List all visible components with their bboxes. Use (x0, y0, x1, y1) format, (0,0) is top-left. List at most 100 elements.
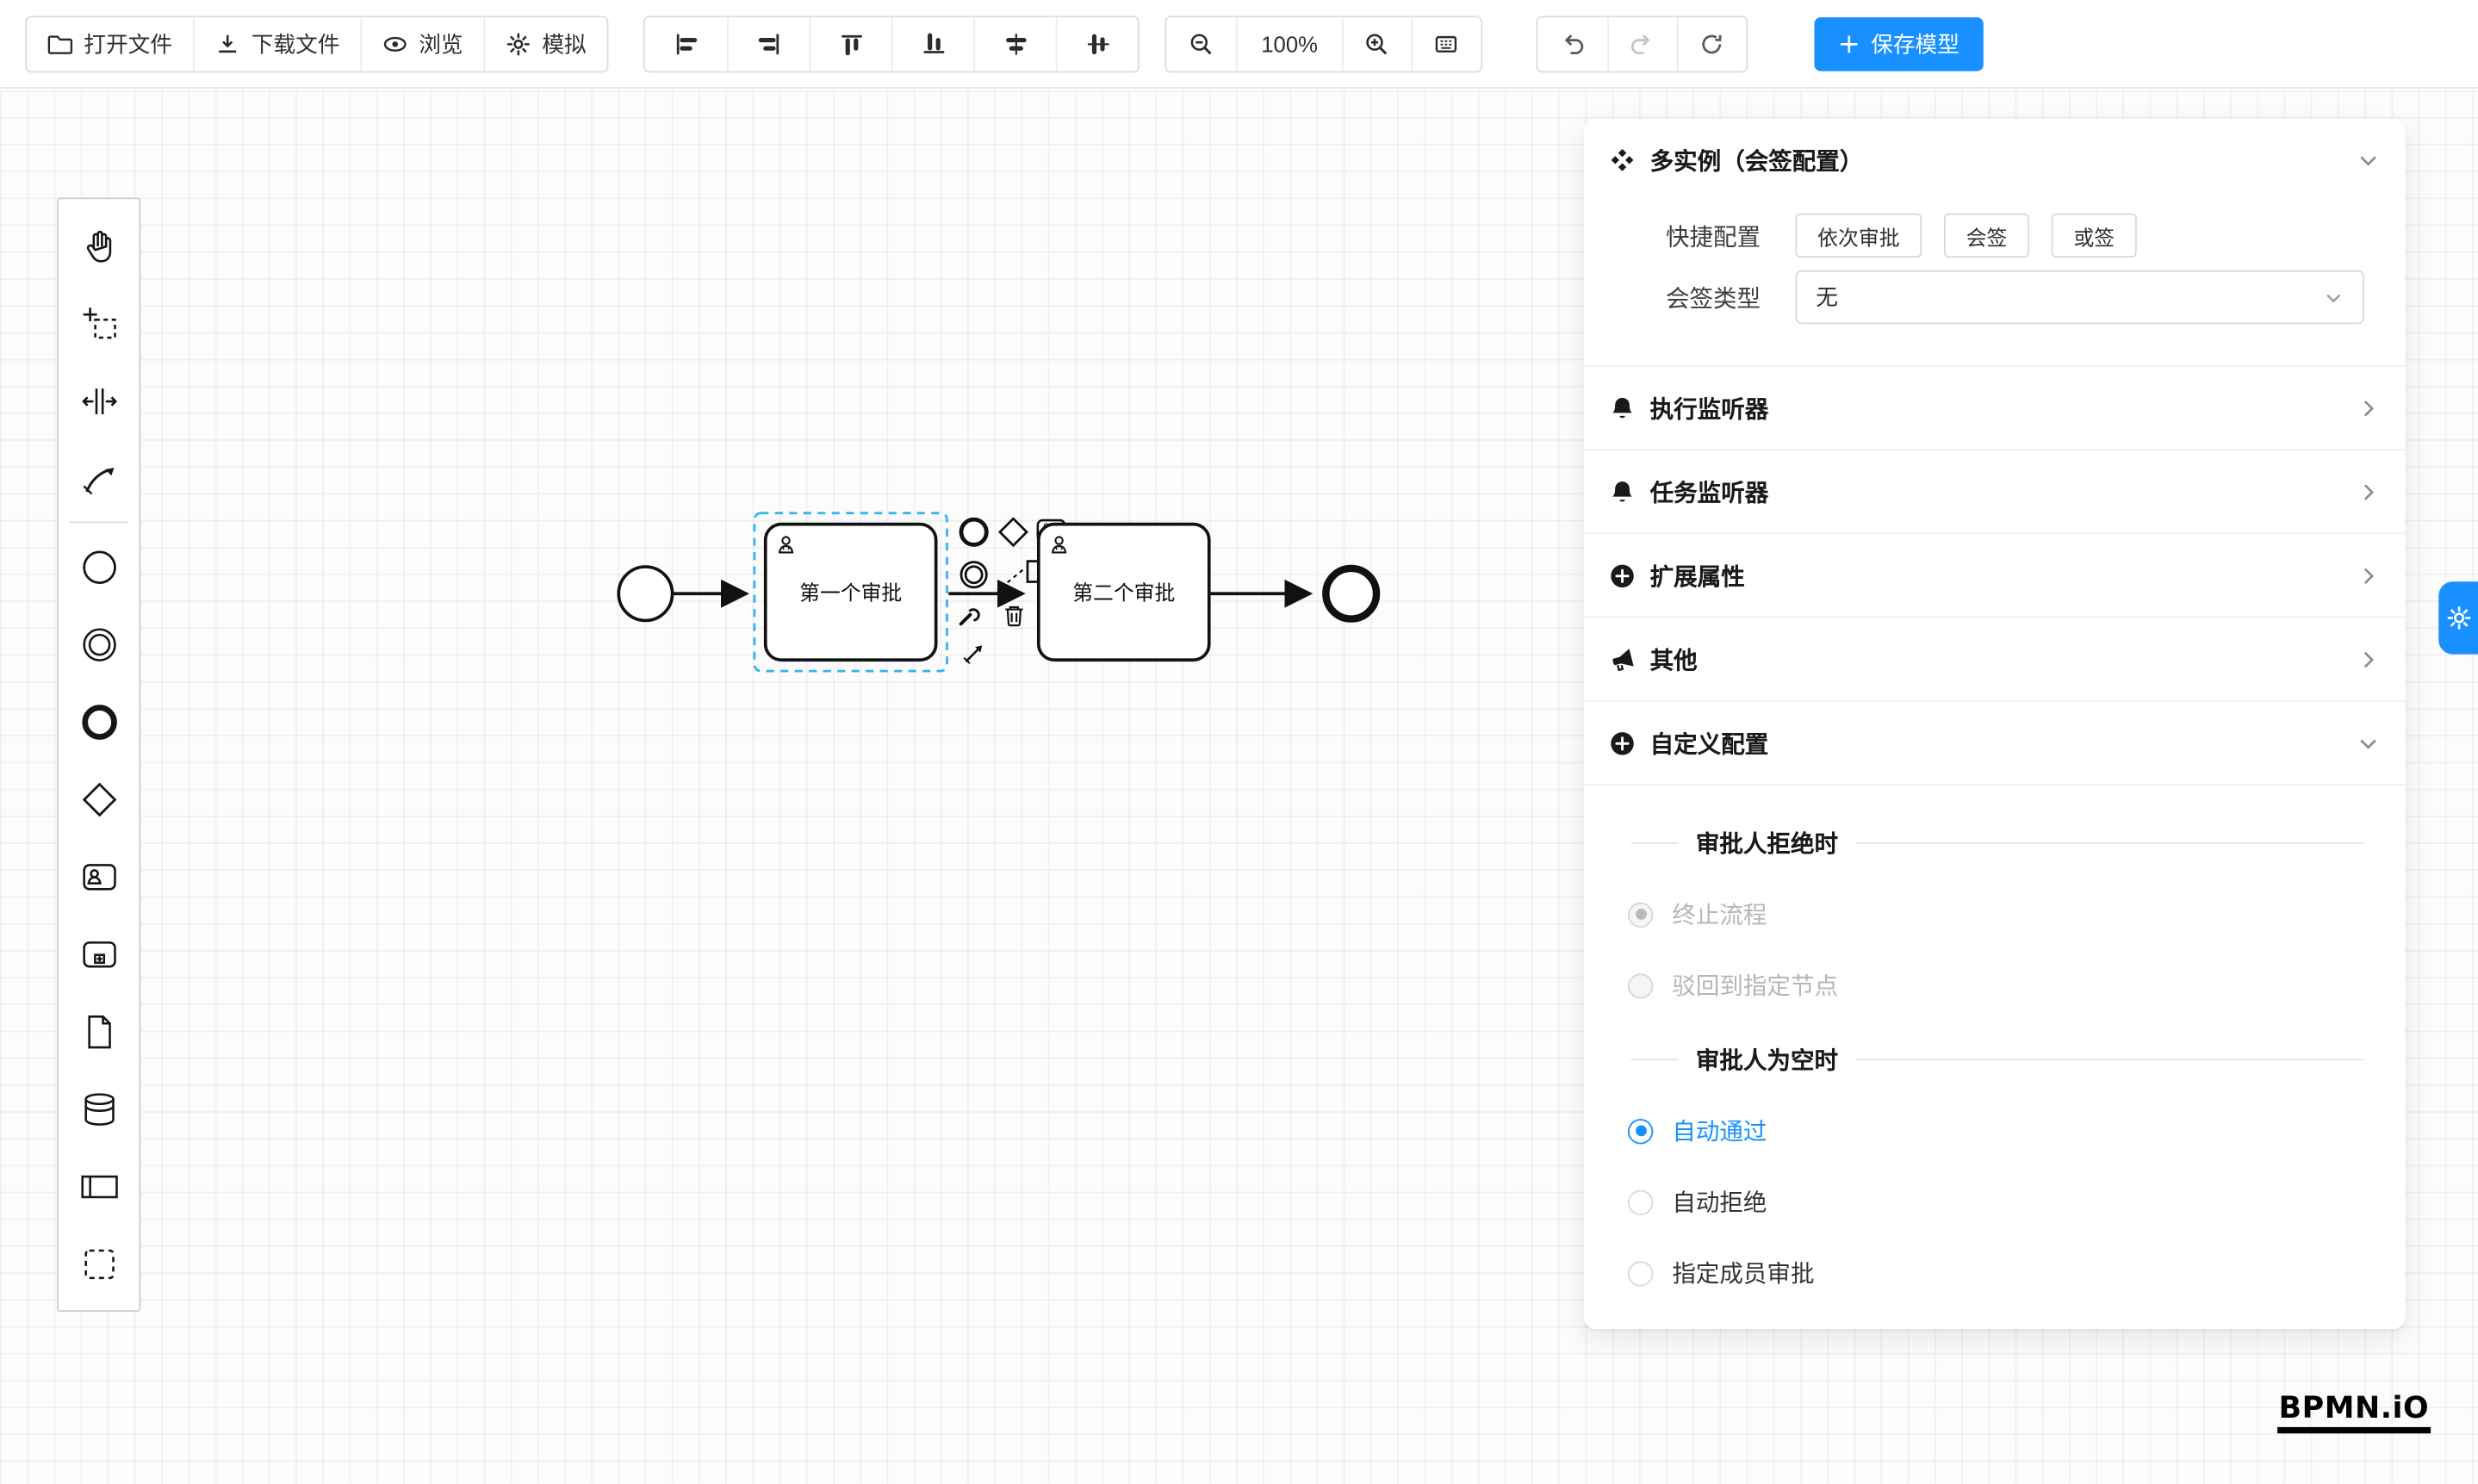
palette-lasso-tool[interactable] (62, 284, 136, 362)
radio-button[interactable] (1627, 1260, 1654, 1286)
section-custom-config[interactable]: 自定义配置 (1583, 702, 2406, 785)
lasso-tool-icon (78, 302, 120, 344)
zoom-out-icon (1189, 31, 1214, 56)
toolbar: 打开文件 下载文件 浏览 模拟 (0, 0, 2478, 89)
quick-option-countersign-button[interactable]: 会签 (1943, 213, 2030, 258)
palette-start-event[interactable] (62, 528, 136, 605)
section-task-listener[interactable]: 任务监听器 (1583, 450, 2406, 535)
plus-circle-icon (1609, 562, 1636, 588)
palette-user-task[interactable] (62, 837, 136, 915)
participant-icon (78, 1165, 120, 1207)
simulate-button[interactable]: 模拟 (483, 16, 607, 71)
section-label: 自定义配置 (1649, 730, 1769, 758)
download-file-button[interactable]: 下载文件 (192, 16, 361, 71)
end-event[interactable] (1322, 564, 1381, 623)
task2-label: 第二个审批 (1072, 582, 1175, 605)
align-group (643, 15, 1140, 72)
sign-type-select[interactable]: 无 (1795, 270, 2365, 325)
redo-button[interactable] (1606, 16, 1677, 71)
panel-header[interactable]: 多实例（会签配置） (1584, 119, 2406, 201)
radio-assign-member[interactable]: 指定成员审批 (1627, 1257, 2361, 1290)
palette-subprocess[interactable] (62, 915, 136, 992)
radio-auto-pass[interactable]: 自动通过 (1627, 1115, 2361, 1148)
chevron-right-icon (2357, 396, 2381, 420)
empty-group-title: 审批人为空时 (1630, 1043, 2365, 1077)
start-event[interactable] (617, 565, 674, 623)
open-file-button[interactable]: 打开文件 (27, 16, 193, 71)
align-center-horizontal-icon (1003, 31, 1028, 56)
radio-button[interactable] (1627, 1118, 1654, 1144)
reject-group-title: 审批人拒绝时 (1630, 827, 2365, 860)
text-annotation-button[interactable] (997, 560, 1040, 592)
radio-button[interactable] (1627, 1189, 1654, 1215)
group-icon (78, 1243, 120, 1284)
undo-button[interactable] (1537, 16, 1607, 71)
palette-participant[interactable] (62, 1147, 136, 1225)
global-connect-icon (78, 457, 120, 499)
task1-label: 第一个审批 (799, 582, 902, 605)
zoom-in-button[interactable] (1341, 16, 1412, 71)
palette-space-tool[interactable] (62, 362, 136, 439)
delete-button[interactable] (1004, 605, 1024, 627)
chevron-down-icon (2357, 148, 2381, 172)
align-top-icon (838, 31, 863, 56)
quick-option-sequential-button[interactable]: 依次审批 (1795, 213, 1922, 258)
undo-icon (1560, 31, 1585, 56)
align-right-button[interactable] (727, 16, 810, 71)
eye-icon (382, 31, 407, 56)
wrench-button[interactable] (959, 607, 981, 626)
zoom-out-button[interactable] (1166, 16, 1236, 71)
palette-gateway[interactable] (62, 761, 136, 838)
download-file-label: 下载文件 (251, 30, 340, 57)
radio-return-to-node: 驳回到指定节点 (1627, 969, 2361, 1003)
palette-group[interactable] (62, 1225, 136, 1302)
section-label: 执行监听器 (1649, 395, 1769, 423)
settings-tab[interactable] (2438, 581, 2478, 655)
append-end-event-button[interactable] (959, 517, 989, 547)
connect-button[interactable] (963, 644, 984, 665)
minimap-button[interactable] (1411, 16, 1481, 71)
chevron-down-icon (2323, 287, 2344, 307)
history-group (1536, 15, 1748, 72)
quick-config-label: 快捷配置 (1665, 223, 1761, 251)
align-center-vertical-icon (1085, 31, 1110, 56)
quick-config-buttons: 依次审批 会签 或签 (1795, 213, 2137, 258)
quick-option-orsign-button[interactable]: 或签 (2051, 213, 2137, 258)
preview-label: 浏览 (419, 30, 463, 57)
chevron-right-icon (2357, 647, 2381, 671)
align-bottom-button[interactable] (891, 16, 974, 71)
align-center-vertical-button[interactable] (1055, 16, 1139, 71)
save-model-button[interactable]: 保存模型 (1814, 16, 1984, 71)
plus-icon (1838, 33, 1860, 55)
palette-data-store[interactable] (62, 1070, 136, 1147)
section-other[interactable]: 其他 (1583, 618, 2406, 702)
palette-end-event[interactable] (62, 683, 136, 761)
palette-hand-tool[interactable] (62, 207, 136, 284)
palette-document[interactable] (62, 992, 136, 1070)
radio-button (1627, 901, 1654, 928)
section-extended-properties[interactable]: 扩展属性 (1583, 534, 2406, 618)
align-top-button[interactable] (809, 16, 891, 71)
palette-separator (69, 521, 128, 524)
section-execution-listener[interactable]: 执行监听器 (1583, 367, 2406, 450)
bpmn-diagram: 第一个审批 (617, 512, 1381, 673)
task-first-approval[interactable]: 第一个审批 (763, 522, 938, 662)
preview-button[interactable]: 浏览 (360, 16, 484, 71)
chevron-right-icon (2357, 480, 2381, 504)
space-tool-icon (78, 380, 120, 421)
task-second-approval[interactable]: 第二个审批 (1036, 522, 1211, 662)
selection-outline (753, 512, 948, 673)
download-icon (215, 31, 240, 56)
align-left-button[interactable] (644, 16, 728, 71)
chevron-down-icon (2357, 731, 2381, 755)
align-center-horizontal-button[interactable] (973, 16, 1056, 71)
sign-type-value: 无 (1816, 284, 1838, 310)
append-gateway-button[interactable] (997, 517, 1028, 548)
chevron-right-icon (2357, 563, 2381, 587)
radio-auto-reject[interactable]: 自动拒绝 (1627, 1185, 2361, 1219)
refresh-button[interactable] (1676, 16, 1747, 71)
palette-global-connect-tool[interactable] (62, 439, 136, 517)
append-intermediate-event-button[interactable] (960, 561, 988, 589)
palette-intermediate-event[interactable] (62, 605, 136, 683)
